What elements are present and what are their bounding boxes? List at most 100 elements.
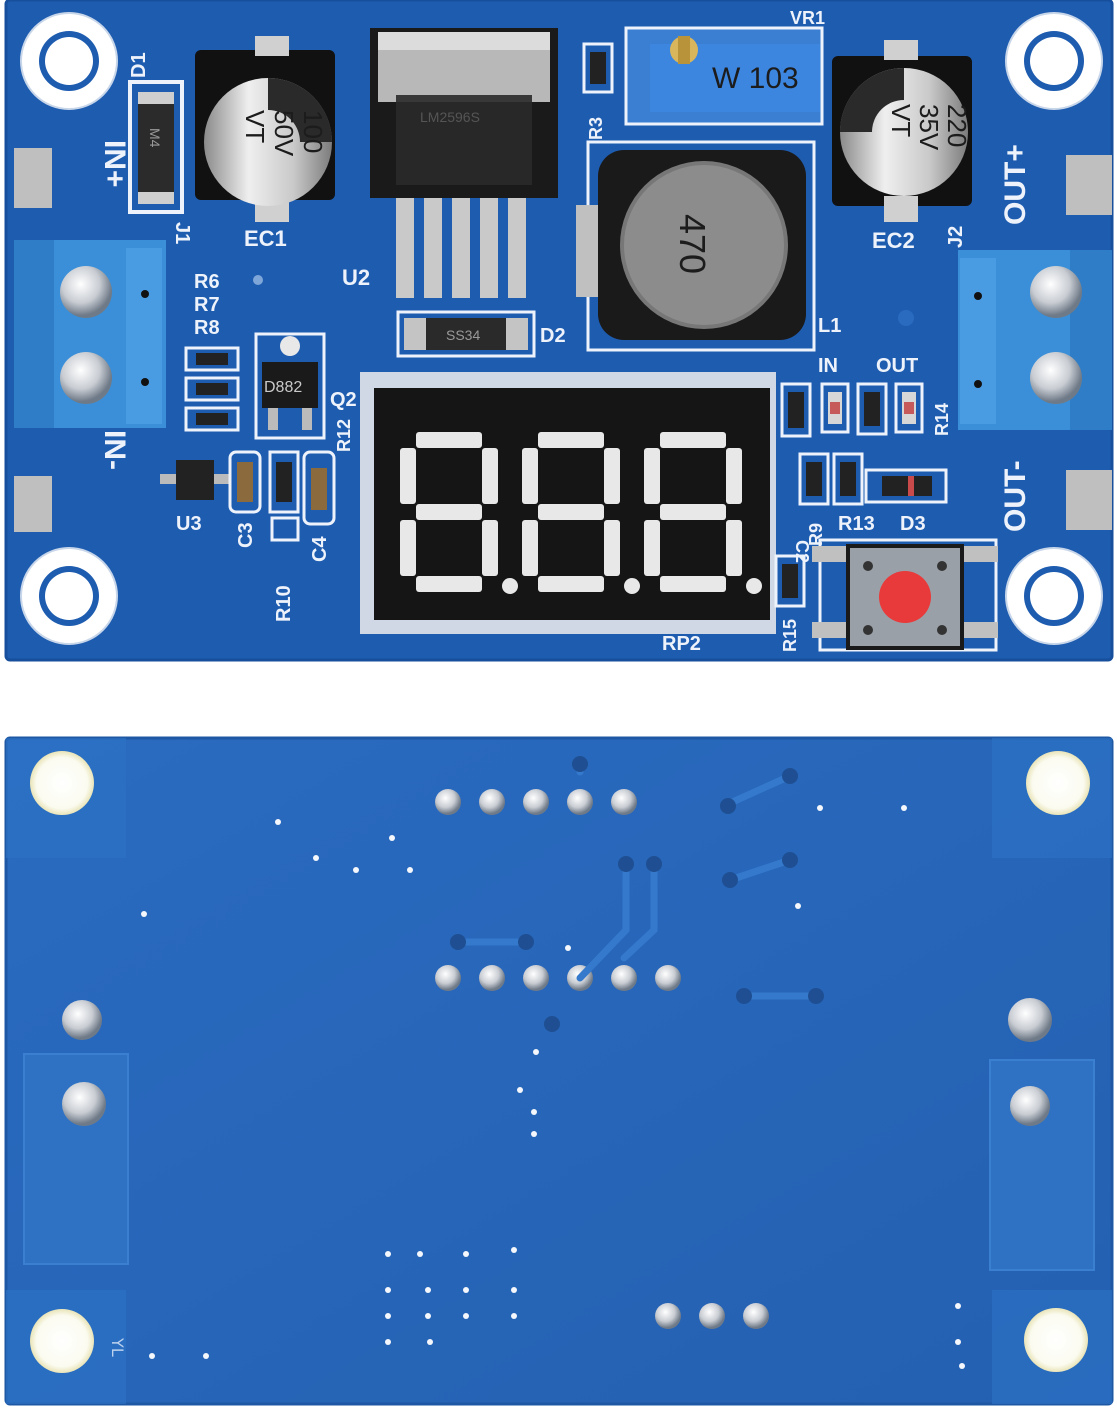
display-segment [604, 448, 620, 504]
ec1-label: EC1 [244, 226, 287, 251]
resistor-array [184, 346, 240, 432]
r12-label: R12 [334, 419, 354, 452]
button-cap[interactable] [879, 571, 931, 623]
bottom-board: YL [4, 736, 1114, 1406]
regulator-u2: LM2596S U2 [342, 28, 558, 298]
small-via [141, 805, 965, 1369]
resistor-r10: R10 [268, 450, 300, 622]
out-plus-label: OUT+ [999, 144, 1032, 225]
display-segment [538, 576, 604, 592]
terminal-block-j2: J2 [945, 226, 1112, 430]
display-segment [416, 576, 482, 592]
bottom-silk-mark: YL [108, 1337, 127, 1357]
r6-label: R6 [194, 271, 220, 293]
display-segment [482, 448, 498, 504]
resistor-r3: R3 [582, 42, 614, 140]
u2-label: U2 [342, 265, 370, 290]
l1-marking: 470 [672, 214, 713, 274]
display-segment [660, 504, 726, 520]
button-solder-pins [655, 1303, 769, 1329]
resistor-r15: R15 [774, 554, 806, 652]
r8-label: R8 [194, 317, 220, 339]
mounting-hole [1026, 751, 1090, 815]
capacitor-ec1: 100 50V VT EC1 [195, 36, 335, 251]
via [450, 756, 824, 1032]
display-segment [644, 520, 660, 576]
display-decimal-point [502, 578, 518, 594]
rp2-label: RP2 [662, 633, 701, 655]
display-segment [604, 520, 620, 576]
q2-label: Q2 [330, 389, 357, 411]
resistor-22 [856, 382, 888, 436]
edge-pad [1066, 155, 1112, 215]
pcb-bottom-substrate [6, 738, 1112, 1404]
resistor-r13: R13 [832, 452, 875, 535]
trimmer-vr1: W 103 VR1 [624, 8, 825, 126]
j1-label: J1 [171, 222, 193, 244]
edge-pad [14, 476, 52, 532]
d2-marking: SS34 [446, 327, 480, 343]
u3-label: U3 [176, 513, 202, 535]
resistor-left-of-led [780, 382, 812, 438]
solder-joint [62, 998, 1052, 1126]
display-digits [400, 432, 762, 594]
capacitor-c4: C4 [302, 450, 336, 562]
transistor-q2: D882 Q2 [254, 332, 357, 440]
display-segment [400, 520, 416, 576]
u2-marking: LM2596S [420, 109, 480, 125]
seven-segment-display: RP2 [360, 372, 776, 655]
r3-label: R3 [586, 117, 606, 140]
display-segment [416, 504, 482, 520]
capacitor-c3: C3 [228, 450, 262, 548]
r13-label: R13 [838, 513, 875, 535]
display-segment [538, 432, 604, 448]
l1-label: L1 [818, 315, 841, 337]
vr1-label: VR1 [790, 8, 825, 28]
display-segment [416, 432, 482, 448]
out-minus-label: OUT- [999, 460, 1032, 532]
in-minus-label: IN- [98, 430, 131, 470]
ic-u3: U3 [160, 460, 230, 535]
c3-label: C3 [235, 522, 257, 548]
diode-d1: M4 D1 [128, 52, 184, 214]
mounting-hole [30, 1309, 94, 1373]
vr1-marking: W 103 [712, 62, 799, 95]
mounting-hole [20, 12, 118, 110]
copper-traces [454, 756, 820, 1000]
display-segment [522, 520, 538, 576]
tactile-push-button[interactable] [812, 538, 998, 652]
display-digit [522, 432, 640, 594]
j2-label: J2 [945, 226, 967, 248]
r10-label: R10 [273, 585, 295, 622]
ec1-series: VT [240, 110, 270, 143]
edge-pad [14, 148, 52, 208]
d3-label: D3 [900, 513, 926, 535]
diode-d3: D3 [864, 468, 948, 535]
led-out [894, 382, 924, 434]
c2-label: C2 [792, 540, 812, 563]
led-in [820, 382, 850, 434]
capacitor-ec2: 220 35V VT EC2 [832, 40, 972, 253]
edge-pad [1066, 470, 1112, 530]
ec1-voltage: 50V [269, 110, 299, 157]
terminal-block-j1: J1 [14, 222, 193, 428]
display-segment [660, 576, 726, 592]
display-segment [726, 448, 742, 504]
diode-d2: SS34 D2 [396, 310, 566, 358]
d2-label: D2 [540, 325, 566, 347]
display-segment [644, 448, 660, 504]
r7-label: R7 [194, 294, 220, 316]
r14-label: R14 [932, 403, 952, 436]
mounting-hole [1005, 12, 1103, 110]
display-digit [644, 432, 762, 594]
mounting-hole [30, 751, 94, 815]
display-segment [726, 520, 742, 576]
ec2-value: 220 [942, 104, 972, 147]
d1-marking: M4 [147, 128, 163, 148]
led-in-label: IN [818, 355, 838, 377]
ec1-value: 100 [298, 110, 328, 153]
mounting-hole [1024, 1308, 1088, 1372]
display-segment [538, 504, 604, 520]
ec2-label: EC2 [872, 228, 915, 253]
